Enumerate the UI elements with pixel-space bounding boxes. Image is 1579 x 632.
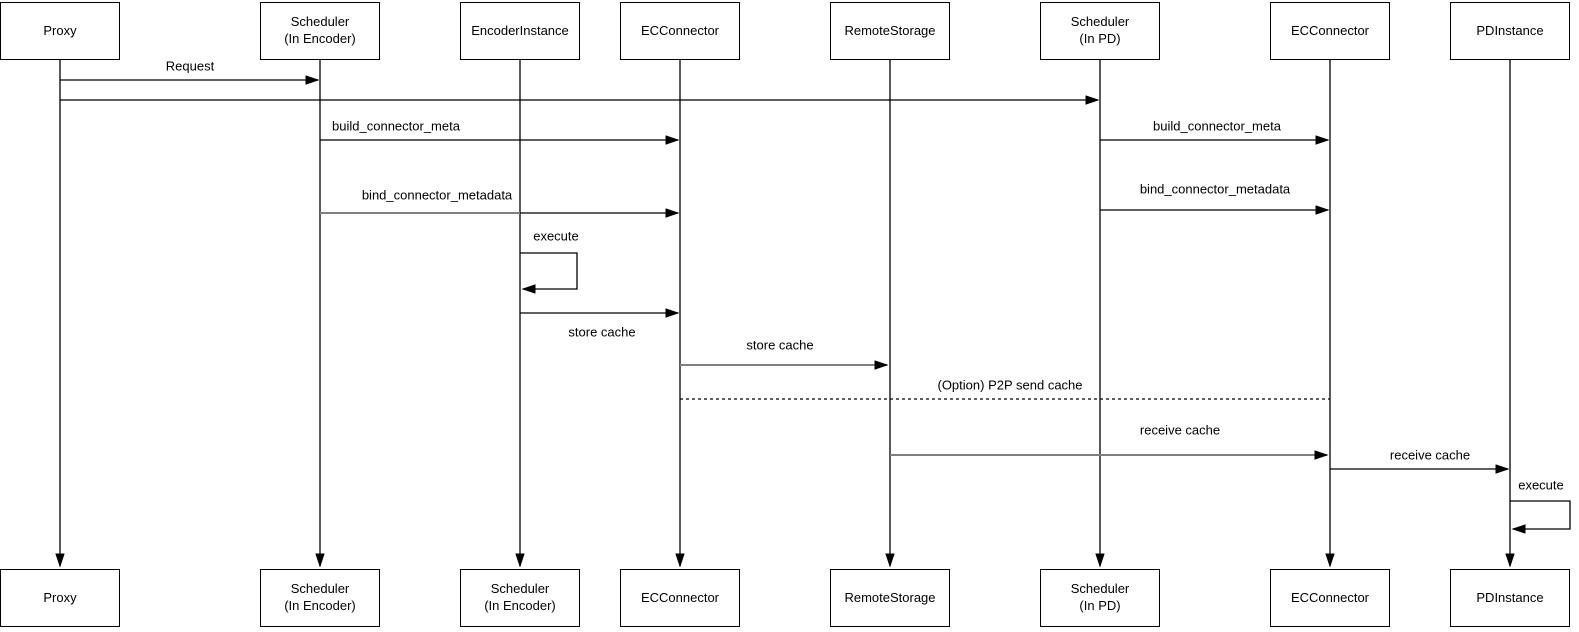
message-label-store-cache-remote: store cache [746,337,814,353]
participant-bottom-scheduler-pd: Scheduler (In PD) [1040,569,1160,627]
participant-bottom-remotestorage: RemoteStorage [830,569,950,627]
participant-bottom-ecconnector-right: ECConnector [1270,569,1390,627]
participant-bottom-scheduler-encoder-2: Scheduler (In Encoder) [460,569,580,627]
lifelines [60,60,1510,566]
participant-bottom-scheduler-encoder: Scheduler (In Encoder) [260,569,380,627]
participant-top-ecconnector-right: ECConnector [1270,2,1390,60]
message-label-bind-connector-metadata-right: bind_connector_metadata [1139,181,1291,197]
message-label-build-connector-meta-left: build_connector_meta [332,118,460,134]
message-label-receive-cache-remote: receive cache [1139,422,1221,438]
message-label-store-cache-encoder: store cache [568,324,636,340]
participant-top-remotestorage: RemoteStorage [830,2,950,60]
message-arrow-execute-self-loop-encoder [520,252,578,289]
participant-top-proxy: Proxy [0,2,120,60]
participant-top-encoderinstance: EncoderInstance [460,2,580,60]
message-label-request: Request [165,58,215,74]
participant-top-pdinstance: PDInstance [1450,2,1570,60]
participant-bottom-pdinstance: PDInstance [1450,569,1570,627]
message-label-p2p-send-cache: (Option) P2P send cache [937,377,1083,393]
message-arrow-execute-self-loop-pd [1510,500,1571,529]
message-label-execute-encoder: execute [533,228,579,244]
participant-top-scheduler-encoder: Scheduler (In Encoder) [260,2,380,60]
message-label-bind-connector-metadata-left: bind_connector_metadata [361,187,513,203]
participant-bottom-ecconnector-left: ECConnector [620,569,740,627]
message-arrows [60,80,1571,529]
message-label-receive-cache-pd: receive cache [1389,447,1471,463]
participant-bottom-proxy: Proxy [0,569,120,627]
message-label-execute-pd: execute [1518,477,1564,493]
participant-top-scheduler-pd: Scheduler (In PD) [1040,2,1160,60]
message-label-build-connector-meta-right: build_connector_meta [1153,118,1281,134]
participant-top-ecconnector-left: ECConnector [620,2,740,60]
